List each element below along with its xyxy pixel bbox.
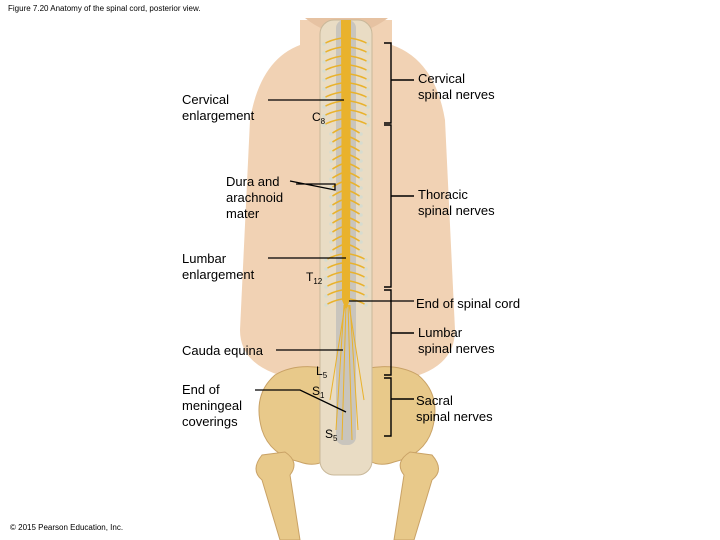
dorsal-root-ganglion [322,96,326,100]
dorsal-root-ganglion [329,150,333,154]
dorsal-root-ganglion [322,42,326,46]
dorsal-root-ganglion [366,78,370,82]
segment-s5: S5 [325,427,338,443]
dorsal-root-ganglion [366,51,370,55]
femur-left [255,451,301,540]
dorsal-root-ganglion [366,42,370,46]
segment-t12: T12 [306,270,323,286]
dorsal-root-ganglion [366,69,370,73]
region-brackets [384,42,414,437]
bracket-cervical [384,42,392,124]
dorsal-root-ganglion [359,195,363,199]
dorsal-root-ganglion [364,285,368,289]
dorsal-root-ganglion [359,204,363,208]
dorsal-root-ganglion [324,303,328,307]
dorsal-root-ganglion [359,132,363,136]
dorsal-root-ganglion [359,240,363,244]
dorsal-root-ganglion [366,60,370,64]
dorsal-root-ganglion [359,141,363,145]
dorsal-root-ganglion [359,168,363,172]
dorsal-root-ganglion [359,213,363,217]
dorsal-root-ganglion [329,159,333,163]
dorsal-root-ganglion [359,150,363,154]
dorsal-root-ganglion [364,276,368,280]
dorsal-root-ganglion [329,231,333,235]
dorsal-root-ganglion [324,276,328,280]
dorsal-root-ganglion [366,123,370,127]
dorsal-root-ganglion [366,105,370,109]
dorsal-root-ganglion [322,60,326,64]
segment-c8: C8 [312,110,326,126]
label-end-meningeal: End of meningeal coverings [182,382,242,429]
dorsal-root-ganglion [322,51,326,55]
dorsal-root-ganglion [322,105,326,109]
dorsal-root-ganglion [322,78,326,82]
dorsal-root-ganglion [329,249,333,253]
dorsal-root-ganglion [364,294,368,298]
dorsal-root-ganglion [359,249,363,253]
bracket-sacral [384,377,392,437]
pelvis-right [351,366,436,465]
label-dura-arachnoid: Dura and arachnoid mater [226,174,284,221]
dorsal-root-ganglion [329,141,333,145]
dorsal-root-ganglion [324,294,328,298]
copyright-notice: © 2015 Pearson Education, Inc. [10,523,124,532]
dorsal-root-ganglion [329,177,333,181]
dorsal-root-ganglion [359,186,363,190]
dorsal-root-ganglion [322,87,326,91]
dorsal-root-ganglion [322,114,326,118]
cauda-equina-fibers [329,304,365,441]
label-lumbar-enlargement: Lumbar enlargement [182,251,255,282]
dorsal-root-ganglion [329,132,333,136]
dorsal-root-ganglion [359,231,363,235]
spinal-nerve-roots [322,37,370,307]
dorsal-root-ganglion [364,267,368,271]
dorsal-root-ganglion [359,159,363,163]
segment-s1: S1 [312,384,325,400]
label-sacral-nerves: Sacral spinal nerves [416,393,493,424]
dorsal-root-ganglion [322,69,326,73]
dorsal-root-ganglion [324,267,328,271]
dorsal-root-ganglion [329,195,333,199]
leader-lines [255,99,414,413]
dorsal-root-ganglion [366,87,370,91]
bracket-thoracic [384,124,392,288]
femur-right [393,451,439,540]
dorsal-root-ganglion [359,222,363,226]
label-cervical-nerves: Cervical spinal nerves [418,71,495,102]
leader-end-meningeal [255,389,347,413]
dorsal-root-ganglion [329,240,333,244]
spinal-cord [341,20,351,310]
label-thoracic-nerves: Thoracic spinal nerves [418,187,495,218]
label-lumbar-nerves: Lumbar spinal nerves [418,325,495,356]
dorsal-root-ganglion [322,123,326,127]
dorsal-root-ganglion [329,222,333,226]
dorsal-root-ganglion [366,96,370,100]
label-end-spinal-cord: End of spinal cord [416,296,521,311]
figure-caption: Figure 7.20 Anatomy of the spinal cord, … [8,4,201,13]
dorsal-root-ganglion [359,177,363,181]
dorsal-root-ganglion [364,303,368,307]
dorsal-root-ganglion [329,213,333,217]
segment-l5: L5 [316,364,328,380]
dorsal-root-ganglion [324,285,328,289]
dorsal-root-ganglion [329,168,333,172]
dorsal-root-ganglion [364,258,368,262]
label-cervical-enlargement: Cervical enlargement [182,92,255,123]
dorsal-root-ganglion [366,114,370,118]
leader-dura [289,180,336,191]
dorsal-root-ganglion [329,204,333,208]
dorsal-root-ganglion [324,258,328,262]
label-cauda-equina: Cauda equina [182,343,263,358]
